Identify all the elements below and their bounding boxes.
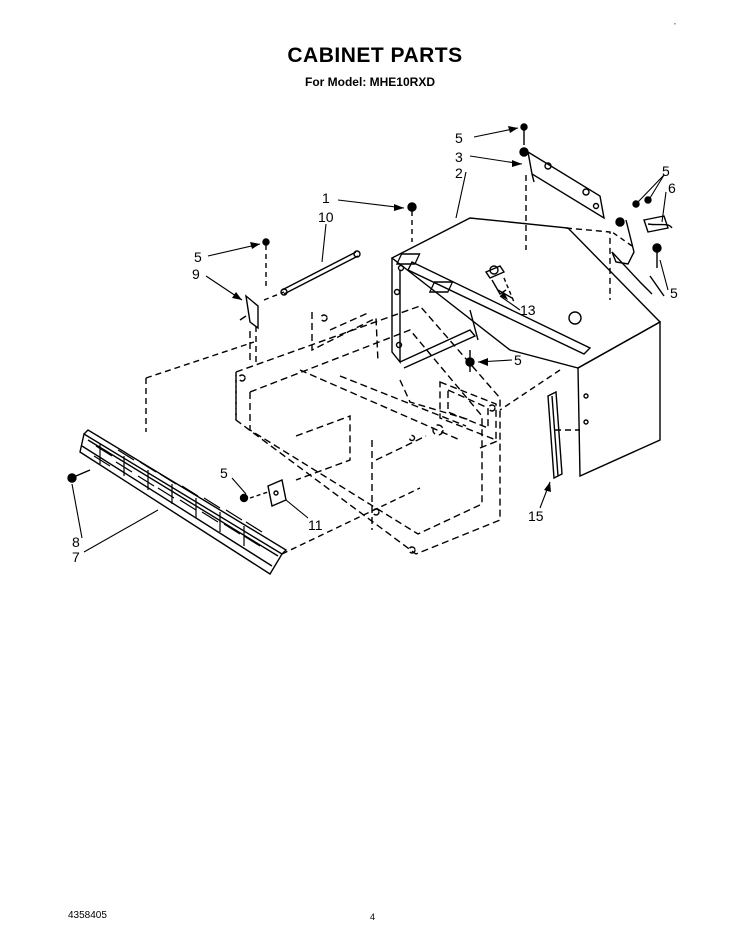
callout-5-left: 5 bbox=[194, 249, 202, 265]
side-trim-strip bbox=[547, 390, 563, 480]
callout-13: 13 bbox=[520, 302, 536, 318]
model-subtitle: For Model: MHE10RXD bbox=[304, 75, 435, 89]
top-mounting-bracket bbox=[519, 123, 605, 250]
callout-15: 15 bbox=[528, 508, 544, 524]
callout-1: 1 bbox=[322, 190, 330, 206]
callout-5-lower: 5 bbox=[220, 465, 228, 481]
cabinet-wrapper bbox=[390, 217, 662, 478]
callout-2: 2 bbox=[455, 165, 463, 181]
side-bracket bbox=[145, 238, 270, 432]
callout-arrowheads bbox=[232, 126, 551, 492]
callout-6: 6 bbox=[668, 180, 676, 196]
callout-5-right-top: 5 bbox=[662, 163, 670, 179]
callout-7: 7 bbox=[72, 549, 80, 565]
document-part-number: 4358405 bbox=[68, 910, 107, 921]
callout-10: 10 bbox=[318, 209, 334, 225]
ground-wire-assembly bbox=[611, 196, 673, 297]
callout-3: 3 bbox=[455, 149, 463, 165]
corner-tick-mark: ’ bbox=[674, 22, 676, 31]
callout-9: 9 bbox=[192, 266, 200, 282]
callout-11: 11 bbox=[308, 517, 323, 533]
front-grille-panel bbox=[67, 429, 421, 575]
hinge-part bbox=[239, 479, 287, 507]
callout-8: 8 bbox=[72, 534, 80, 550]
callout-5-right-bottom: 5 bbox=[670, 285, 678, 301]
callout-5-top: 5 bbox=[455, 130, 463, 146]
page-number: 4 bbox=[370, 912, 376, 922]
callout-labels: 5 3 2 5 6 5 1 10 5 9 13 5 5 11 15 8 7 bbox=[72, 130, 678, 565]
page-title: CABINET PARTS bbox=[287, 44, 463, 67]
callout-leader-lines bbox=[71, 127, 669, 553]
support-rod bbox=[263, 250, 361, 301]
bottom-plate-hidden bbox=[235, 305, 501, 555]
screws bbox=[407, 202, 475, 372]
callout-5-mid: 5 bbox=[514, 352, 522, 368]
